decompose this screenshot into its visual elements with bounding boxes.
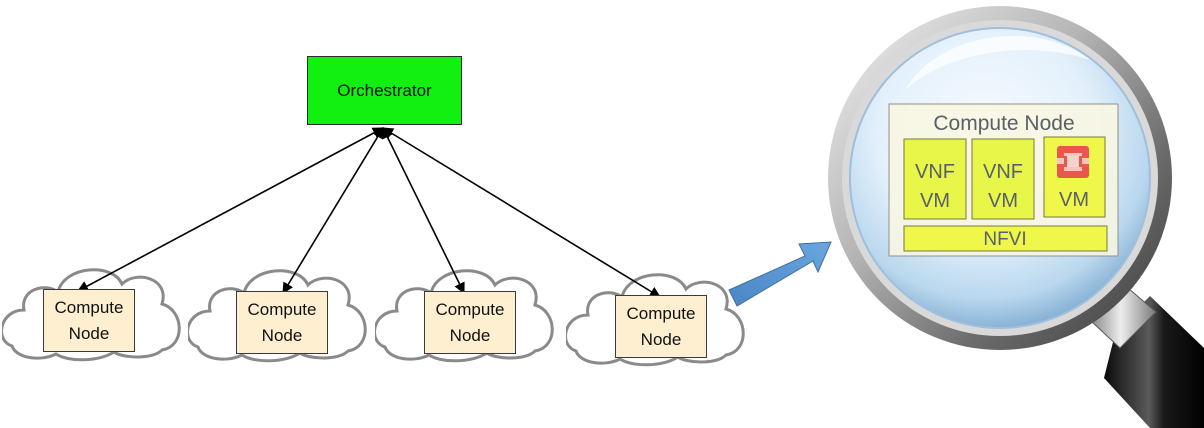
compute-node-4-line2: Node: [640, 329, 682, 349]
zoom-pointer-arrow: [728, 241, 832, 307]
connector-node-4: [382, 127, 661, 298]
magnifier-handle: [1091, 287, 1204, 428]
compute-node-1-line2: Node: [68, 323, 110, 343]
compute-node-3-line2: Node: [449, 325, 491, 345]
vm-3: VM: [1043, 136, 1106, 218]
compute-node-3: Compute Node: [424, 291, 516, 354]
vm-2-line2: VM: [988, 190, 1018, 212]
connectors: [77, 126, 661, 298]
vm-1-line1: VNF: [915, 161, 955, 183]
vm-1: VNF VM: [903, 138, 967, 220]
compute-node-1-line1: Compute: [54, 297, 124, 317]
nfvi-label: NFVI: [983, 229, 1026, 250]
compute-node-2-line1: Compute: [247, 299, 317, 319]
compute-node-2: Compute Node: [236, 291, 328, 354]
compute-node-3-line1: Compute: [435, 299, 505, 319]
vm-2-line1: VNF: [983, 161, 1023, 183]
compute-node-4: Compute Node: [615, 295, 707, 358]
compute-node-1: Compute Node: [43, 289, 135, 352]
compute-node-2-line2: Node: [261, 325, 303, 345]
connector-node-1: [77, 127, 384, 292]
orchestrator-box: Orchestrator: [307, 56, 462, 125]
vm-2: VNF VM: [971, 138, 1035, 220]
nfvi-bar: NFVI: [903, 225, 1108, 252]
zoom-compute-node-title: Compute Node: [933, 112, 1074, 135]
vm-1-line2: VM: [920, 190, 950, 212]
compute-node-4-line1: Compute: [626, 303, 696, 323]
connector-node-2: [282, 127, 384, 294]
openstack-logo-icon: [1057, 146, 1089, 178]
vm-3-line2: VM: [1059, 189, 1089, 211]
orchestrator-label: Orchestrator: [337, 80, 432, 100]
